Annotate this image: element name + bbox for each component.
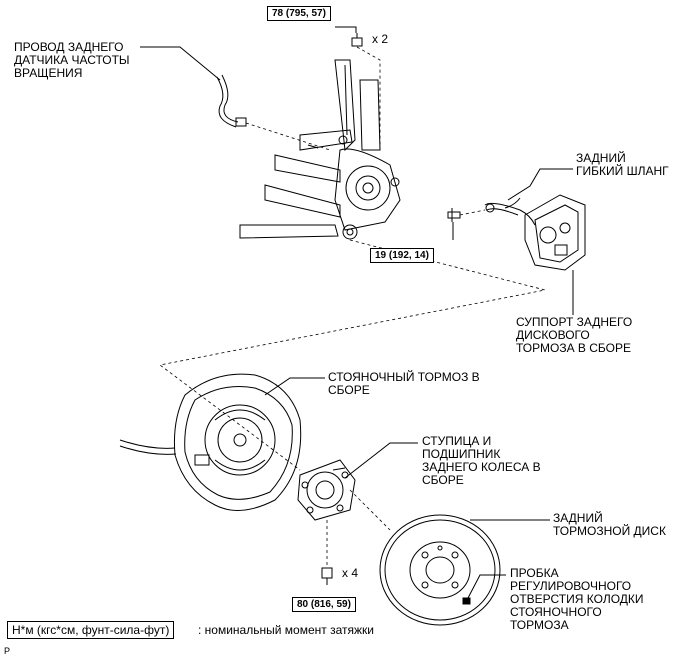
caliper-label: СУППОРТ ЗАДНЕГО ДИСКОВОГО ТОРМОЗА В СБОР… <box>516 315 633 355</box>
flex-hose-drawing <box>484 197 536 226</box>
speed-sensor-wire-drawing <box>216 74 247 128</box>
hole-plug-drawing <box>462 597 471 605</box>
hub-bolt-drawing <box>321 567 333 585</box>
leader-flex-hose <box>507 168 573 201</box>
leader-parking-brake <box>264 377 325 396</box>
multiplier-hub: x 4 <box>342 566 359 580</box>
dashed-line-disc <box>349 489 391 531</box>
leader-top-torque <box>335 26 357 33</box>
parking-brake-label: СТОЯНОЧНЫЙ ТОРМОЗ В СБОРЕ <box>328 370 480 397</box>
flex-hose-label: ЗАДНИЙ ГИБКИЙ ШЛАНГ <box>576 151 669 178</box>
top-bolt-drawing <box>351 33 363 47</box>
dashed-line-caliper-bolt <box>459 209 486 216</box>
legend-description: : номинальный момент затяжки <box>198 623 374 637</box>
caliper-drawing <box>524 194 586 271</box>
dashed-line-assembly-1 <box>159 239 546 471</box>
dashed-line-top-bolt <box>356 46 381 150</box>
suspension-knuckle-drawing <box>239 59 401 240</box>
torque-label-caliper-bolt: 19 (192, 14) <box>370 248 434 263</box>
brake-disc-label: ЗАДНИЙ ТОРМОЗНОЙ ДИСК <box>553 511 666 538</box>
dashed-line-sensor <box>245 122 331 151</box>
caliper-bolt-drawing <box>447 208 461 222</box>
brake-disc-drawing <box>379 514 501 626</box>
torque-label-top: 78 (795, 57) <box>267 6 331 21</box>
leader-hub-bearing <box>344 442 418 479</box>
hub-bearing-label: СТУПИЦА И ПОДШИПНИК ЗАДНЕГО КОЛЕСА В СБО… <box>422 434 541 487</box>
leader-sensor-wire <box>140 46 221 81</box>
torque-label-hub-bolt: 80 (816, 59) <box>292 597 356 612</box>
hole-plug-label: ПРОБКА РЕГУЛИРОВОЧНОГО ОТВЕРСТИЯ КОЛОДКИ… <box>510 566 644 632</box>
parking-brake-drawing <box>119 373 302 511</box>
hub-bearing-drawing <box>297 459 356 521</box>
sensor-wire-label: ПРОВОД ЗАДНЕГО ДАТЧИКА ЧАСТОТЫ ВРАЩЕНИЯ <box>14 40 130 80</box>
multiplier-top: x 2 <box>372 32 389 46</box>
corner-mark: P <box>4 646 11 656</box>
legend-unit-box: Н*м (кгс*см, фунт-сила-фут) <box>7 621 175 639</box>
leader-hole-plug <box>467 574 506 599</box>
